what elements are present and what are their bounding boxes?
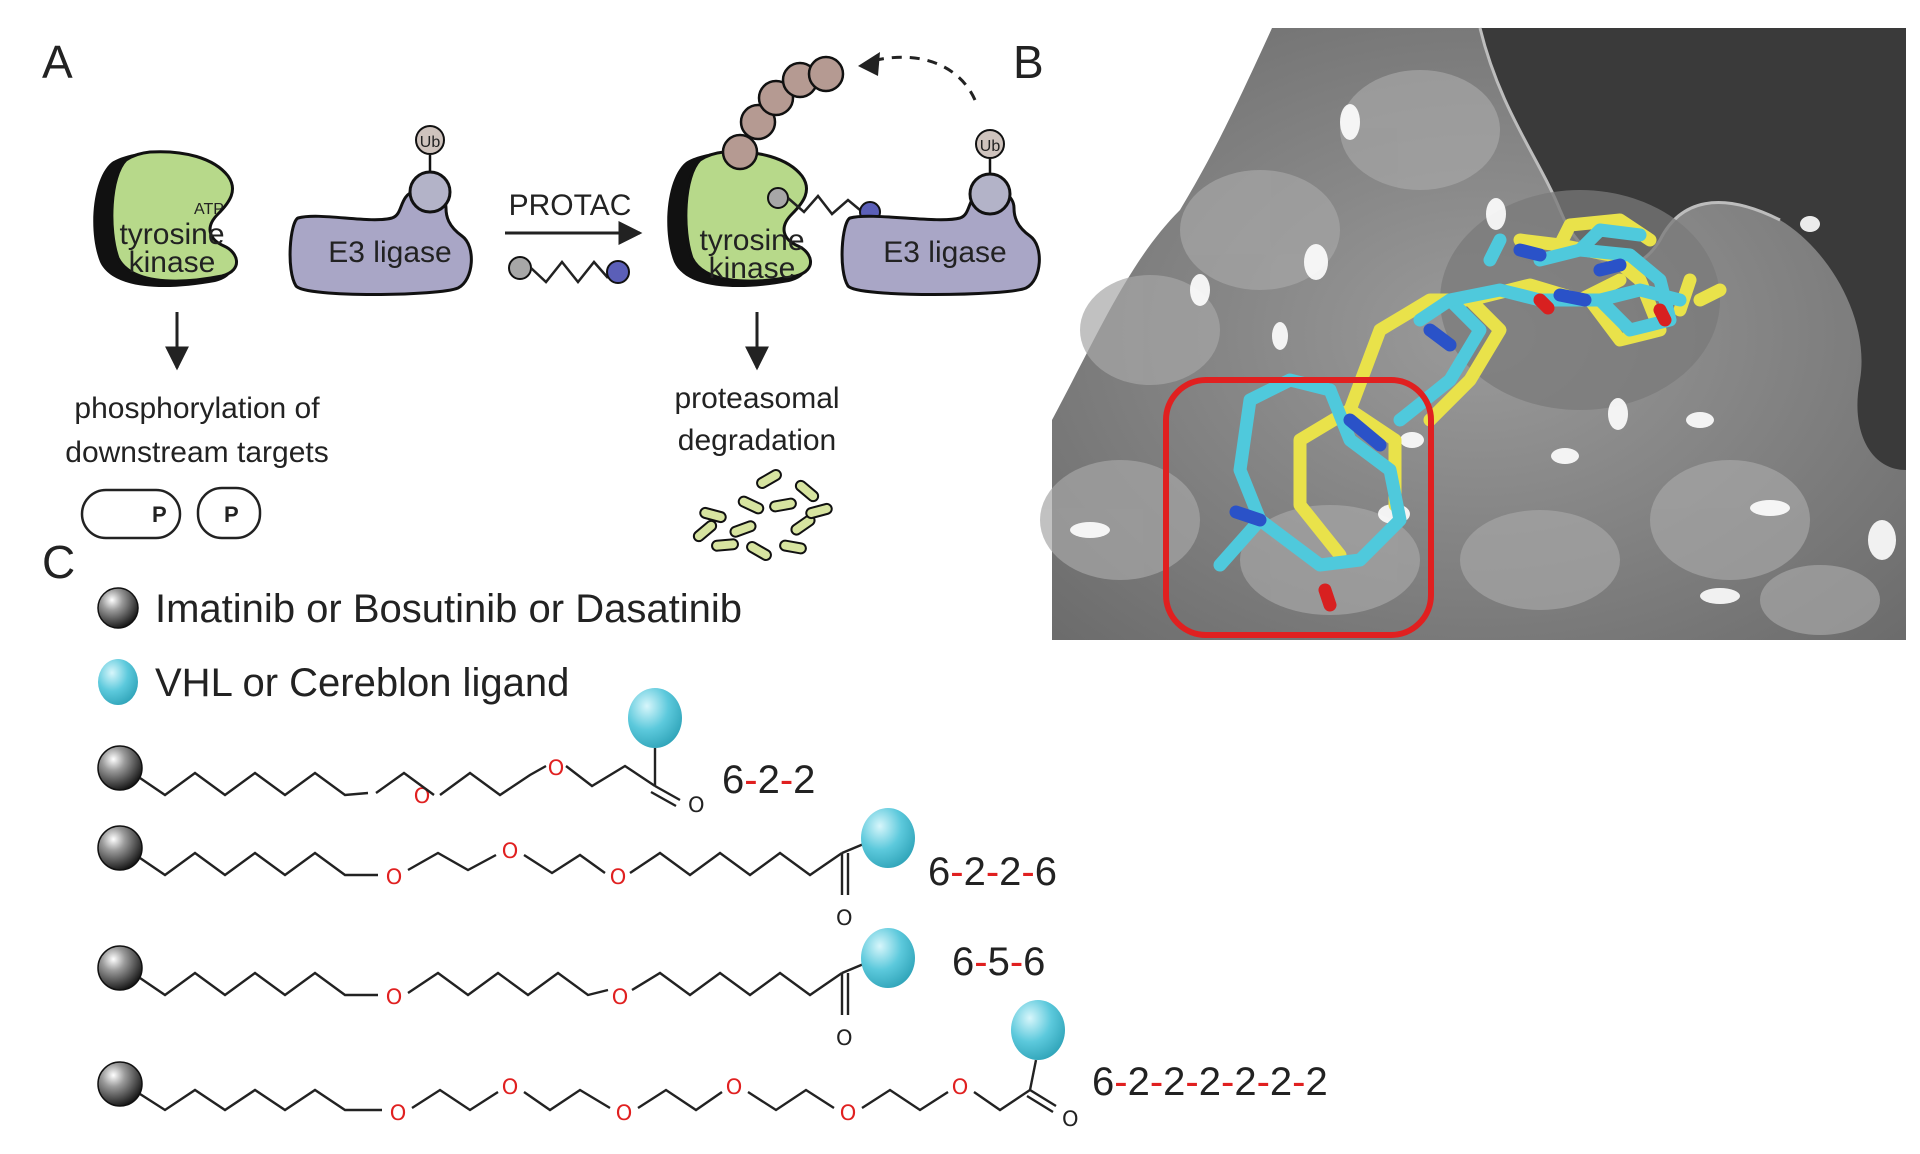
- linker-label-4: 6-2-2-2-2-2-2: [1092, 1060, 1328, 1104]
- inhibitor-sphere-icon: [97, 1061, 143, 1107]
- ligand-sphere-icon: [628, 688, 682, 748]
- panel-a: A ATP tyrosine kinase E3 ligase Ub PROTA…: [42, 36, 1041, 561]
- linker-row-4: O O O O O O O 6-2-2-2-2-2-2: [97, 1000, 1328, 1131]
- inhibitor-sphere-icon: [97, 825, 143, 871]
- right-outcome-line2: degradation: [678, 424, 836, 457]
- oxygen-atom: O: [726, 1075, 743, 1099]
- oxygen-atom: O: [612, 985, 629, 1009]
- kinase-right-line1: tyrosine: [699, 224, 804, 257]
- highlight-box: [1163, 377, 1434, 638]
- legend-item-e3-ligand: VHL or Cereblon ligand: [155, 661, 569, 705]
- protac-bound: [767, 187, 881, 223]
- kinase-label-line1: tyrosine: [119, 218, 224, 251]
- linker-label-3: 6-5-6: [952, 940, 1045, 984]
- carbonyl-oxygen: O: [836, 1026, 853, 1050]
- ub-label-right: Ub: [980, 138, 1001, 155]
- ligand-sphere-icon: [861, 808, 915, 868]
- ligand-sphere-icon: [861, 928, 915, 988]
- protac-arrow: PROTAC: [505, 189, 643, 285]
- kinase-right: tyrosine kinase: [667, 150, 812, 288]
- phospho-label-1: P: [152, 502, 167, 527]
- carbonyl-oxygen: O: [688, 793, 705, 817]
- linker-row-1: O O O 6-2-2: [97, 688, 815, 817]
- oxygen-atom: O: [548, 756, 565, 780]
- oxygen-atom: O: [502, 839, 519, 863]
- inhibitor-sphere-icon: [97, 745, 143, 791]
- legend-item-inhibitor: Imatinib or Bosutinib or Dasatinib: [155, 587, 742, 631]
- oxygen-atom: O: [502, 1075, 519, 1099]
- left-outcome-line1: phosphorylation of: [74, 392, 320, 425]
- linker-row-2: O O O O 6-2-2-6: [97, 808, 1057, 930]
- carbonyl-oxygen: O: [836, 906, 853, 930]
- peptide-fragments: [692, 469, 833, 561]
- e3-ligase-left: E3 ligase Ub: [288, 125, 473, 296]
- legend-dark-sphere-icon: [97, 587, 139, 629]
- legend-cyan-sphere-icon: [98, 659, 138, 705]
- svg-text:6-2-2: 6-2-2: [722, 758, 815, 802]
- svg-text:6-2-2-6: 6-2-2-6: [928, 850, 1057, 894]
- oxygen-atom: O: [386, 985, 403, 1009]
- e3-label-right: E3 ligase: [883, 236, 1006, 269]
- carbonyl-oxygen: O: [1062, 1107, 1079, 1131]
- panel-b: B: [1013, 27, 1906, 640]
- panel-b-label: B: [1013, 36, 1044, 88]
- oxygen-atom: O: [390, 1101, 407, 1125]
- phospho-label-2: P: [224, 502, 239, 527]
- phospho-targets: P P: [80, 486, 262, 540]
- ligand-overlay: [1213, 213, 1727, 612]
- panel-c-label: C: [42, 536, 75, 588]
- linker-label-1: 6-2-2: [722, 758, 815, 802]
- inhibitor-sphere-icon: [97, 945, 143, 991]
- kinase-left: ATP tyrosine kinase: [93, 150, 238, 288]
- linker-row-3: O O O 6-5-6: [97, 928, 1045, 1050]
- svg-text:6-5-6: 6-5-6: [952, 940, 1045, 984]
- oxygen-atom: O: [610, 865, 627, 889]
- e3-ligase-right: E3 ligase Ub: [840, 129, 1041, 296]
- svg-text:6-2-2-2-2-2-2: 6-2-2-2-2-2-2: [1092, 1060, 1328, 1104]
- e3-label: E3 ligase: [328, 236, 451, 269]
- protac-label: PROTAC: [509, 189, 632, 222]
- oxygen-atom: O: [616, 1101, 633, 1125]
- kinase-right-line2: kinase: [709, 252, 796, 285]
- ub-label-left: Ub: [420, 134, 441, 151]
- legend: Imatinib or Bosutinib or Dasatinib VHL o…: [97, 587, 742, 705]
- panel-c: C Imatinib or Bosutinib or Dasatinib VHL…: [42, 536, 1328, 1131]
- oxygen-atom: O: [952, 1075, 969, 1099]
- left-outcome-line2: downstream targets: [65, 436, 328, 469]
- kinase-label-line2: kinase: [129, 246, 216, 279]
- panel-a-label: A: [42, 36, 73, 88]
- oxygen-atom: O: [386, 865, 403, 889]
- right-outcome-line1: proteasomal: [674, 382, 839, 415]
- linker-label-2: 6-2-2-6: [928, 850, 1057, 894]
- oxygen-atom: O: [840, 1101, 857, 1125]
- ligand-sphere-icon: [1011, 1000, 1065, 1060]
- ubiquitin-chain: [721, 52, 977, 171]
- atp-label: ATP: [194, 201, 224, 218]
